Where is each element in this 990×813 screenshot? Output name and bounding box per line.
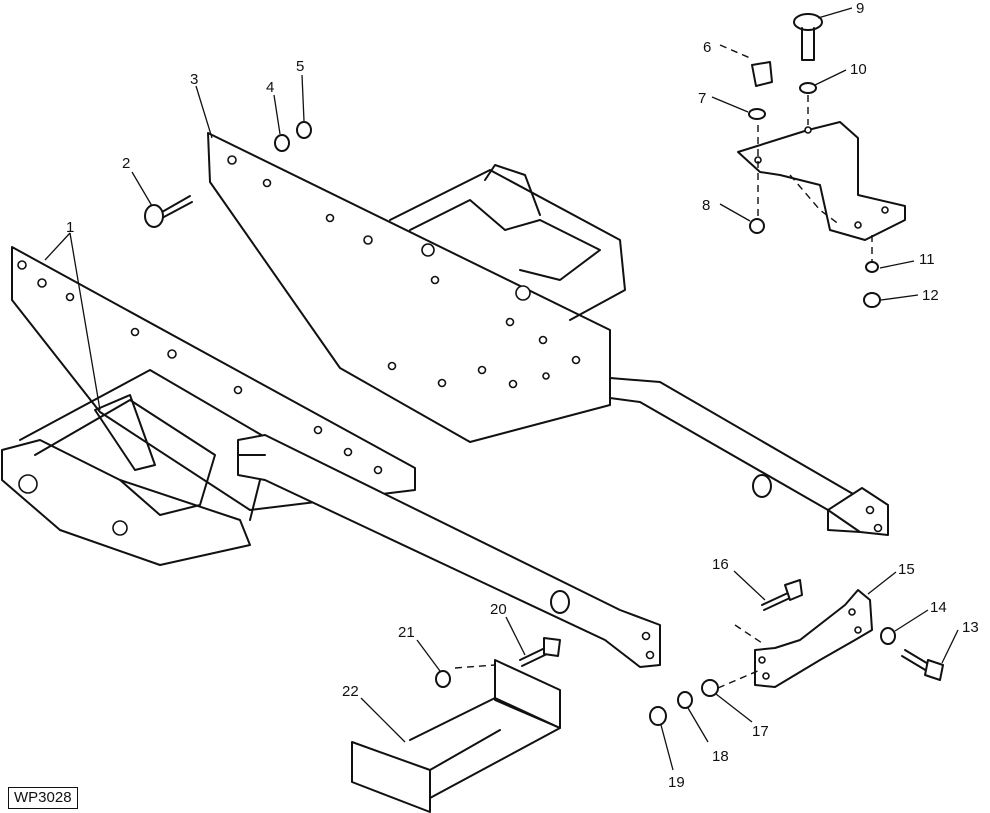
part-22-plate-bracket	[351, 637, 561, 813]
callout-13: 13	[962, 619, 979, 636]
callout-20: 20	[490, 601, 507, 618]
callout-labels: 1 2 3 4 5 6 7 8 9 10 11 12 13 14 15 16 1…	[66, 0, 979, 791]
callout-21: 21	[398, 624, 415, 641]
callout-6: 6	[703, 39, 711, 56]
callout-10: 10	[850, 61, 867, 78]
callout-2: 2	[122, 155, 130, 172]
callout-15: 15	[898, 561, 915, 578]
callout-18: 18	[712, 748, 729, 765]
part-4-washer	[274, 134, 290, 152]
callout-leaders	[44, 7, 959, 771]
rear-tube-arm	[609, 377, 889, 536]
front-tube-arm	[237, 434, 661, 668]
callout-19: 19	[668, 774, 685, 791]
part-3-rear-side-plate	[207, 132, 626, 443]
callout-1: 1	[66, 219, 74, 236]
callout-11: 11	[919, 251, 935, 268]
bracket-assembly-upper-right	[737, 13, 906, 308]
callout-9: 9	[856, 0, 864, 17]
part-2-carriage-bolt	[144, 195, 193, 228]
callout-14: 14	[930, 599, 947, 616]
callout-12: 12	[922, 287, 939, 304]
figure-id-label: WP3028	[8, 787, 78, 809]
callout-3: 3	[190, 71, 198, 88]
callout-7: 7	[698, 90, 706, 107]
bracket-assembly-lower-right	[649, 579, 944, 726]
callout-22: 22	[342, 683, 359, 700]
part-1-front-side-plate	[1, 246, 416, 566]
part-5-nut	[296, 121, 312, 139]
callout-5: 5	[296, 58, 304, 75]
callout-8: 8	[702, 197, 710, 214]
callout-17: 17	[752, 723, 769, 740]
callout-4: 4	[266, 79, 274, 96]
callout-16: 16	[712, 556, 729, 573]
